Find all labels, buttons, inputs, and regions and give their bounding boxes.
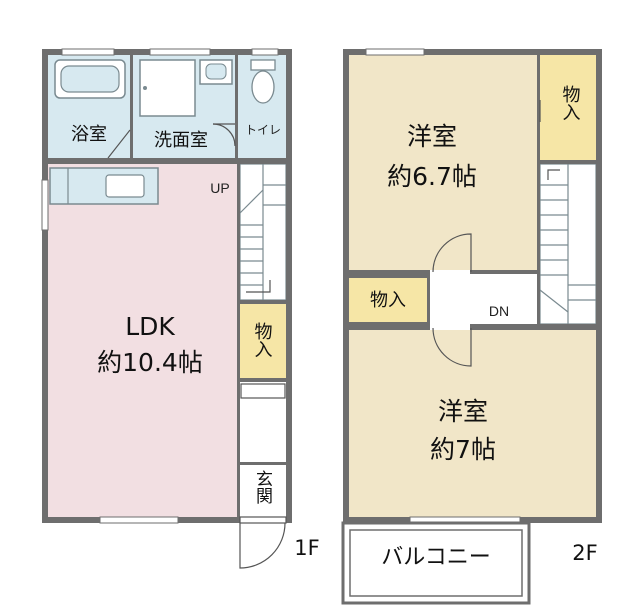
western-room-1-size: 約6.7帖 [387, 162, 477, 191]
dn-label: DN [489, 303, 509, 319]
entrance-label: 玄関 [252, 470, 272, 504]
toilet-tank [250, 59, 276, 71]
bath-label: 浴室 [71, 124, 107, 145]
up-label: UP [210, 180, 229, 196]
balcony [341, 521, 531, 605]
washing-machine-space [139, 59, 196, 117]
entrance-area [240, 465, 286, 517]
hallway-2f [430, 270, 540, 330]
doors-1f [107, 123, 287, 569]
balcony-label: バルコニー [381, 545, 491, 570]
toilet-bowl [251, 70, 275, 104]
doors-2f [432, 100, 541, 367]
stairs-1f [239, 163, 287, 301]
floor1-label: 1F [294, 536, 319, 560]
storage-2f-mid [349, 278, 427, 322]
stairs-2f [539, 163, 597, 325]
first-floor [41, 48, 292, 569]
washroom-label: 洗面室 [154, 130, 208, 151]
floor2-label: 2F [572, 541, 597, 565]
storage-1f-label: 物入 [252, 322, 273, 358]
western-room-2 [349, 330, 596, 517]
kitchen-sink [105, 174, 145, 198]
storage-1f [240, 304, 286, 378]
second-floor [341, 48, 602, 605]
storage-2f-mid-label: 物入 [370, 290, 406, 311]
western-room-1 [349, 55, 537, 270]
ldk-size-label: 約10.4帖 [97, 348, 203, 377]
western-room-2-size: 約7帖 [430, 435, 496, 464]
toilet-label: トイレ [245, 123, 281, 137]
ldk-room [48, 164, 238, 517]
ldk-name-label: LDK [125, 312, 175, 341]
western-room-1-name: 洋室 [407, 122, 457, 151]
western-room-2-name: 洋室 [438, 397, 488, 426]
windows-1f [41, 48, 279, 524]
storage-2f-top [540, 55, 596, 160]
storage-2f-top-label: 物入 [560, 85, 581, 121]
